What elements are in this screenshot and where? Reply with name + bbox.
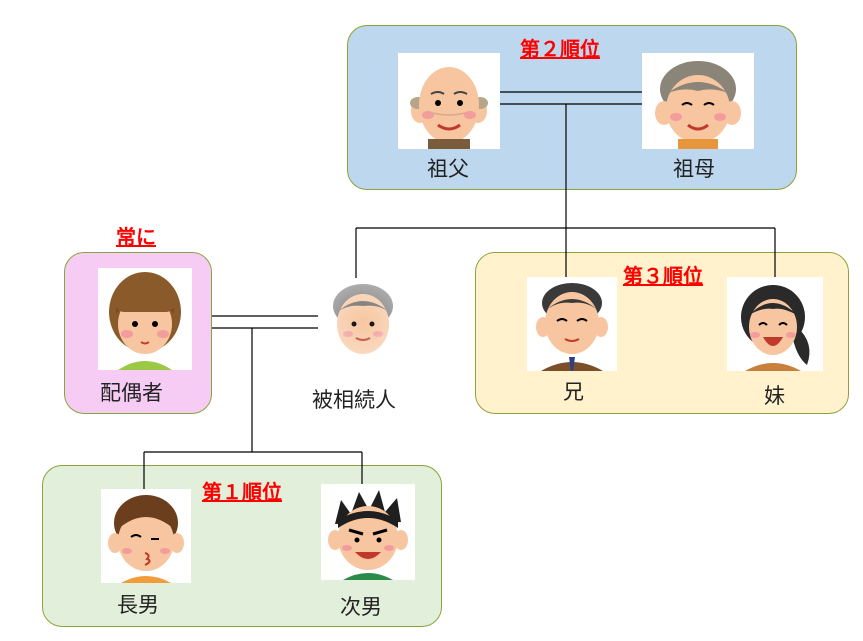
grandmother-avatar [642,53,754,149]
second-son-name: 次男 [340,595,382,619]
rank-2-label: 第２順位 [520,37,600,61]
eldest-son-name: 長男 [117,593,159,617]
grandmother-name: 祖母 [673,157,715,181]
always-label: 常に [116,225,156,249]
spouse-name: 配偶者 [100,381,163,405]
grandfather-avatar [398,53,500,149]
rank-3-label: 第３順位 [623,264,703,288]
younger-sister-avatar [727,277,823,371]
elder-brother-avatar [527,277,617,371]
second-son-avatar [321,484,415,580]
eldest-son-avatar [101,489,191,583]
deceased-avatar [318,278,408,366]
younger-sister-name: 妹 [764,384,785,408]
deceased-name: 被相続人 [312,388,396,412]
rank-1-label: 第１順位 [202,480,282,504]
grandfather-name: 祖父 [427,157,469,181]
elder-brother-name: 兄 [563,380,584,404]
spouse-avatar [98,268,192,370]
